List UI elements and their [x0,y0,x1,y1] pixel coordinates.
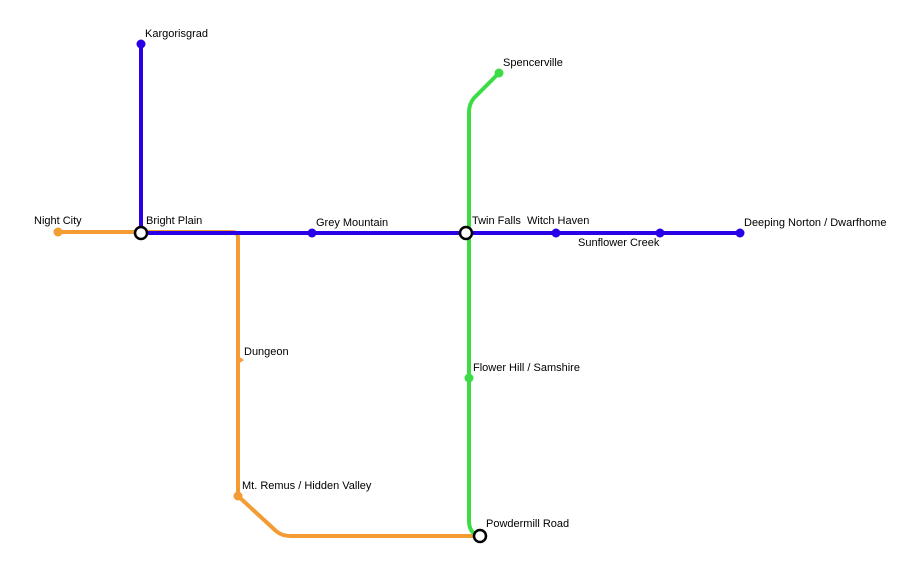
grey-mountain-stop[interactable] [307,228,317,238]
powdermill-road-interchange[interactable] [472,528,488,544]
mt-remus-label: Mt. Remus / Hidden Valley [242,480,372,492]
witch-haven-stop[interactable] [551,228,561,238]
dungeon-label: Dungeon [244,346,289,358]
powdermill-road-label: Powdermill Road [486,518,569,530]
blue-line-route [139,42,742,235]
kargorisgrad-stop[interactable] [136,39,146,49]
bright-plain-interchange[interactable] [133,225,149,241]
night-city-label: Night City [34,215,82,227]
sunflower-creek-stop[interactable] [655,228,665,238]
spencerville-stop[interactable] [494,68,504,78]
green-line-route [467,71,501,538]
twin-falls-label: Twin Falls [472,215,521,227]
dungeon-stop[interactable] [238,356,244,364]
flower-hill-stop[interactable] [464,373,474,383]
twin-falls-interchange[interactable] [458,225,474,241]
sunflower-creek-label: Sunflower Creek [578,237,660,249]
grey-mountain-label: Grey Mountain [316,217,388,229]
mt-remus-stop[interactable] [233,491,243,501]
night-city-stop[interactable] [53,227,63,237]
flower-hill-label: Flower Hill / Samshire [473,362,580,374]
kargorisgrad-label: Kargorisgrad [145,28,208,40]
deeping-norton-stop[interactable] [735,228,745,238]
witch-haven-label: Witch Haven [527,215,589,227]
spencerville-label: Spencerville [503,57,563,69]
bright-plain-label: Bright Plain [146,215,202,227]
deeping-norton-label: Deeping Norton / Dwarfhome [744,217,886,229]
